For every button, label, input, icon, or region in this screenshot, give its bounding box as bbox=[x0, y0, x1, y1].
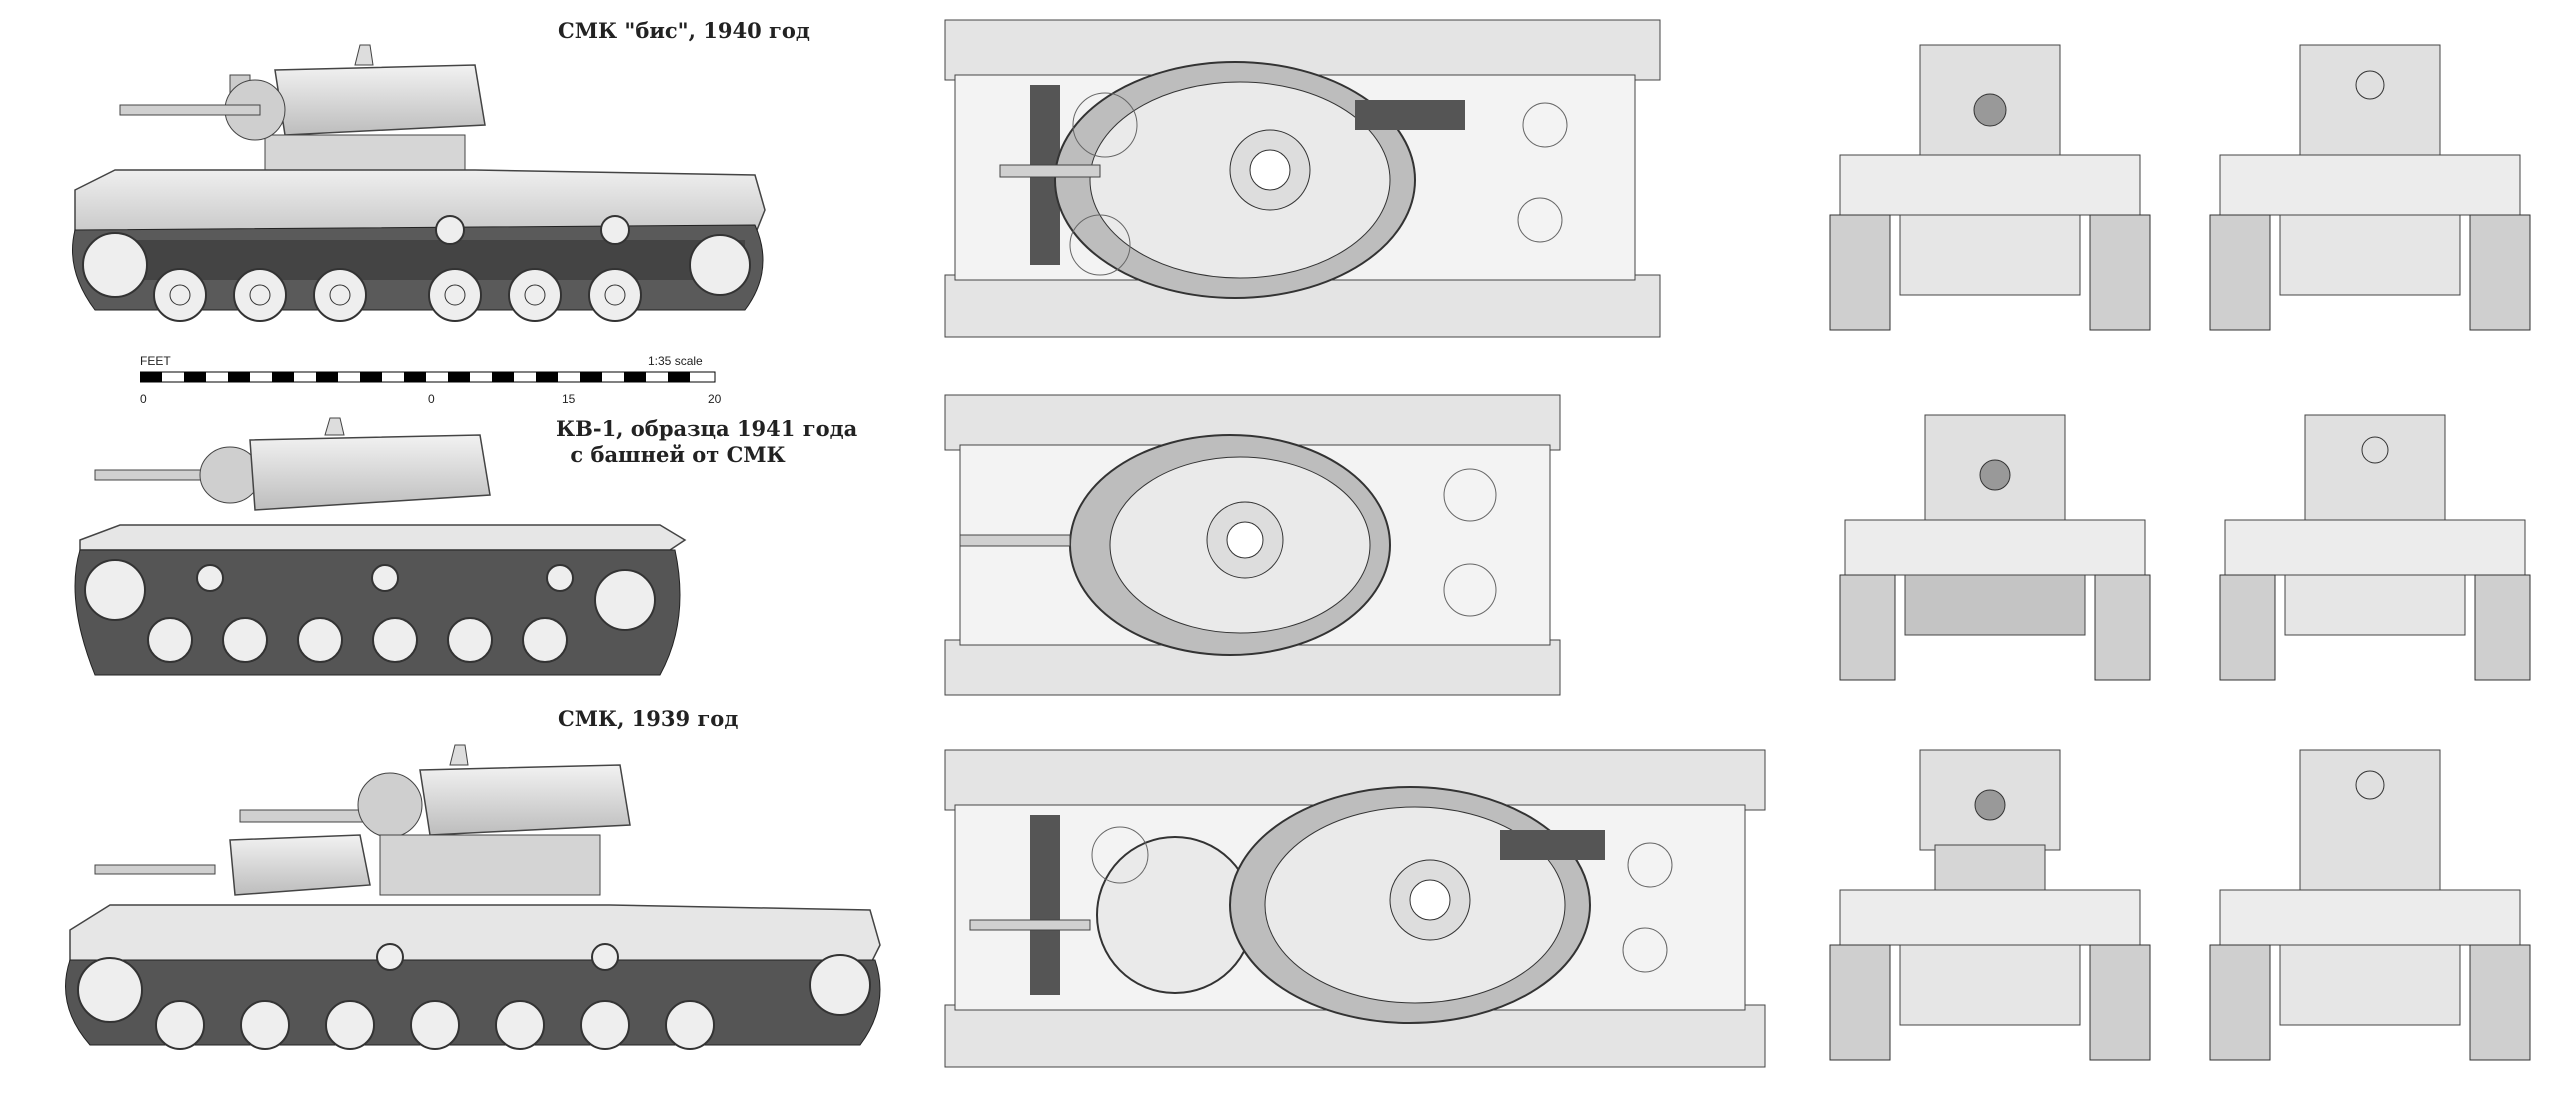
rear-view-smk-1939 bbox=[2200, 740, 2540, 1070]
scale-tick-3: 20 bbox=[708, 392, 722, 406]
scale-tick-1: 0 bbox=[428, 392, 435, 406]
top-view-smk-bis bbox=[940, 15, 1670, 345]
label-smk-bis: СМК "бис", 1940 год bbox=[558, 18, 810, 43]
top-view-smk-1939 bbox=[940, 745, 1770, 1075]
scale-ratio: 1:35 scale bbox=[648, 354, 703, 368]
front-view-kv1 bbox=[1830, 400, 2160, 690]
side-view-smk-1939 bbox=[50, 735, 900, 1065]
scale-bar: FEET 1:35 scale 0 0 15 20 bbox=[140, 350, 722, 410]
label-kv1-line2: с башней от СМК bbox=[570, 442, 786, 467]
side-view-smk-bis bbox=[55, 25, 775, 345]
rear-view-kv1 bbox=[2210, 400, 2540, 690]
scale-tick-2: 15 bbox=[562, 392, 576, 406]
scale-unit: FEET bbox=[140, 354, 171, 368]
top-view-kv1 bbox=[940, 390, 1570, 710]
side-view-kv1 bbox=[60, 400, 700, 690]
front-view-smk-1939 bbox=[1820, 740, 2160, 1070]
label-kv1-line1: КВ-1, образца 1941 года bbox=[556, 416, 858, 441]
rear-view-smk-bis bbox=[2200, 30, 2540, 340]
scale-tick-0: 0 bbox=[140, 392, 147, 406]
front-view-smk-bis bbox=[1820, 30, 2160, 340]
label-smk-1939: СМК, 1939 год bbox=[558, 706, 739, 731]
